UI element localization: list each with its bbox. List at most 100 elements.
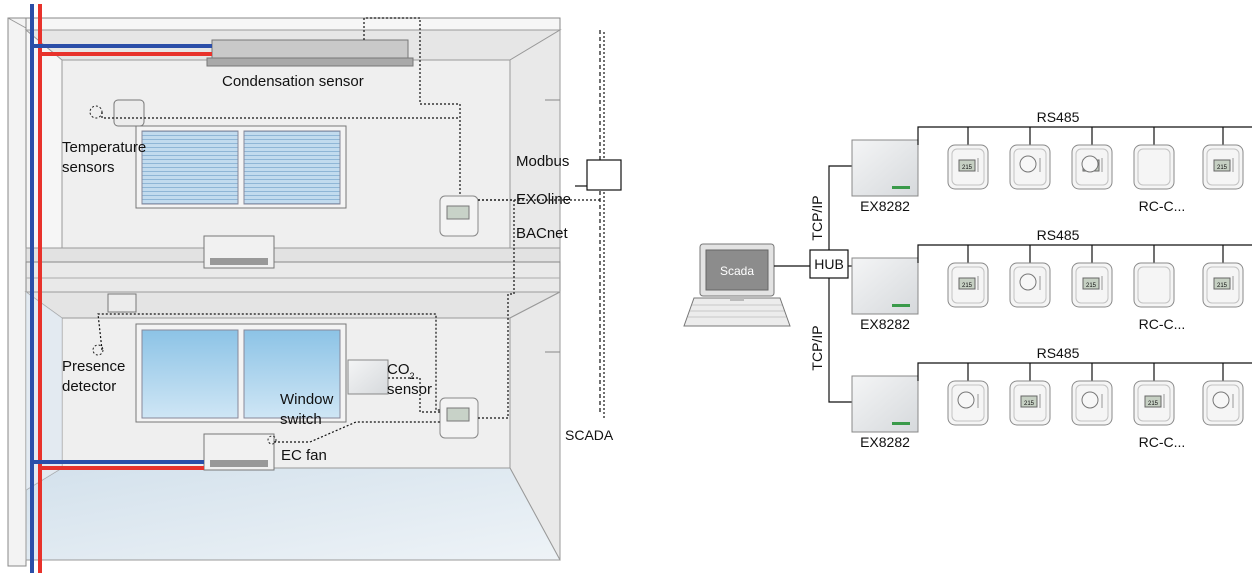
co2-sensor-device: [347, 359, 389, 395]
rs485-bus-line: [917, 362, 1252, 381]
room-unit-bezel: [1137, 266, 1171, 304]
controller-model-label: EX8282: [860, 198, 910, 214]
room-unit-display: [1213, 159, 1231, 172]
rc-controller-label: RC-C...: [1139, 434, 1186, 450]
scada-label: SCADA: [565, 427, 614, 443]
room-unit-reading: 215: [1024, 401, 1035, 407]
rs485-label: RS485: [1037, 109, 1080, 125]
tcpip-label-lower: TCP/IP: [809, 325, 825, 370]
room-unit-display: 215: [947, 144, 989, 190]
tcpip-link-lower: [828, 278, 852, 403]
exoline-label: EXOline: [516, 191, 571, 208]
room-unit-bezel: [1206, 266, 1240, 304]
controller-model-label: EX8282: [860, 316, 910, 332]
room-unit-dial: [947, 380, 989, 426]
co2-sensor-label: sensor: [387, 381, 432, 398]
lower-room-left-shade: [26, 292, 62, 490]
lower-room-floor: [25, 467, 561, 561]
room-unit-display: 215: [947, 262, 989, 308]
room-unit-reading: 215: [1086, 283, 1097, 289]
room-unit-display: [1020, 395, 1038, 408]
co2-label: CO2: [387, 361, 415, 381]
room-unit-display: 215: [1071, 262, 1113, 308]
facade-edge: [7, 17, 27, 29]
controller-rows: EX8282RS485215215215RC-C...EX8282RS48521…: [851, 109, 1252, 450]
controller-logo-mark: [892, 186, 910, 189]
rc-controller-label: RC-C...: [1139, 198, 1186, 214]
room-unit-bezel: [1013, 384, 1047, 422]
rc-controller-label: RC-C...: [1139, 316, 1186, 332]
room-unit-body: [1133, 262, 1175, 308]
tcpip-link-upper: [828, 165, 852, 250]
room-unit-reading: 215: [1217, 283, 1228, 289]
room-unit-bezel: [1137, 384, 1171, 422]
co2-label-main: CO: [387, 361, 410, 378]
floor-slab: [25, 261, 561, 293]
rs485-label: RS485: [1037, 227, 1080, 243]
room-unit-bezel: [1013, 148, 1047, 186]
scada-laptop: [683, 243, 791, 327]
rs485-bus-line: [917, 244, 1252, 263]
room-unit-body: [1133, 144, 1175, 190]
tcpip-label-upper: TCP/IP: [809, 195, 825, 240]
hub-label: HUB: [814, 256, 844, 272]
field-wiring: [97, 17, 605, 443]
room-unit-display: [1213, 277, 1231, 290]
room-unit-dial-display: 215: [1071, 144, 1113, 190]
controller-row: EX8282 RS485 215 215 215RC-C...: [851, 227, 1252, 332]
controller-row: EX8282 RS485 215 215RC-C...: [851, 345, 1252, 450]
room-unit-bezel: [1137, 148, 1171, 186]
lower-window-pane-left: [141, 329, 239, 419]
condensation-sensor-label: Condensation sensor: [222, 73, 364, 90]
room-unit-reading: 215: [1148, 401, 1159, 407]
room-unit-display: 215: [1009, 380, 1051, 426]
room-unit-dial: [1212, 391, 1230, 409]
room-unit-bezel: [1075, 266, 1109, 304]
room-unit-display: [1082, 277, 1100, 290]
rs485-label: RS485: [1037, 345, 1080, 361]
co2-label-subscript: 2: [410, 371, 415, 381]
room-unit-blank: [1133, 144, 1175, 190]
room-unit-reading: 215: [962, 165, 973, 171]
controller-model-label: EX8282: [860, 434, 910, 450]
building-section: Condensation sensor Temperature sensors …: [7, 4, 622, 573]
room-unit-dial: [1071, 380, 1113, 426]
room-unit-bezel: [1206, 148, 1240, 186]
presence-detector-label-1: Presence: [62, 358, 125, 375]
controller-logo-mark: [892, 304, 910, 307]
window-switch-probe: [267, 435, 277, 445]
temperature-sensors-label-2: sensors: [62, 159, 115, 176]
rs485-bus-line: [917, 126, 1252, 145]
temperature-sensor-device: [113, 99, 145, 127]
facade-wall: [7, 17, 27, 567]
room-unit-bezel: [1075, 148, 1109, 186]
controller-row: EX8282 RS485 215 215 215RC-C...: [851, 109, 1252, 214]
bacnet-label: BACnet: [516, 225, 569, 242]
modbus-gateway-box: [586, 159, 622, 191]
room-unit-dial: [957, 391, 975, 409]
window-switch-label-1: Window: [280, 391, 334, 408]
presence-detector-probe: [92, 344, 104, 356]
room-unit-dial: [1081, 155, 1099, 173]
chilled-beam-grille: [206, 57, 414, 67]
room-unit-display: [1144, 395, 1162, 408]
lower-window-pane-right: [243, 329, 341, 419]
room-unit-bezel: [1013, 266, 1047, 304]
room-unit-display: [958, 159, 976, 172]
ec-fan-label: EC fan: [281, 447, 327, 464]
room-unit-display: 215: [1202, 144, 1244, 190]
scada-screen-label: Scada: [720, 264, 754, 278]
room-unit-dial: [1081, 391, 1099, 409]
room-unit-dial: [1019, 155, 1037, 173]
room-unit-display: 215: [1133, 380, 1175, 426]
room-unit-bezel: [1075, 384, 1109, 422]
room-unit-reading: 215: [962, 283, 973, 289]
controller-logo-mark: [892, 422, 910, 425]
upper-window-pane-left: [141, 130, 239, 205]
presence-detector-device: [107, 293, 137, 313]
upper-fan-coil-grille: [210, 258, 268, 265]
room-unit-bezel: [951, 266, 985, 304]
room-unit-bezel: [951, 384, 985, 422]
